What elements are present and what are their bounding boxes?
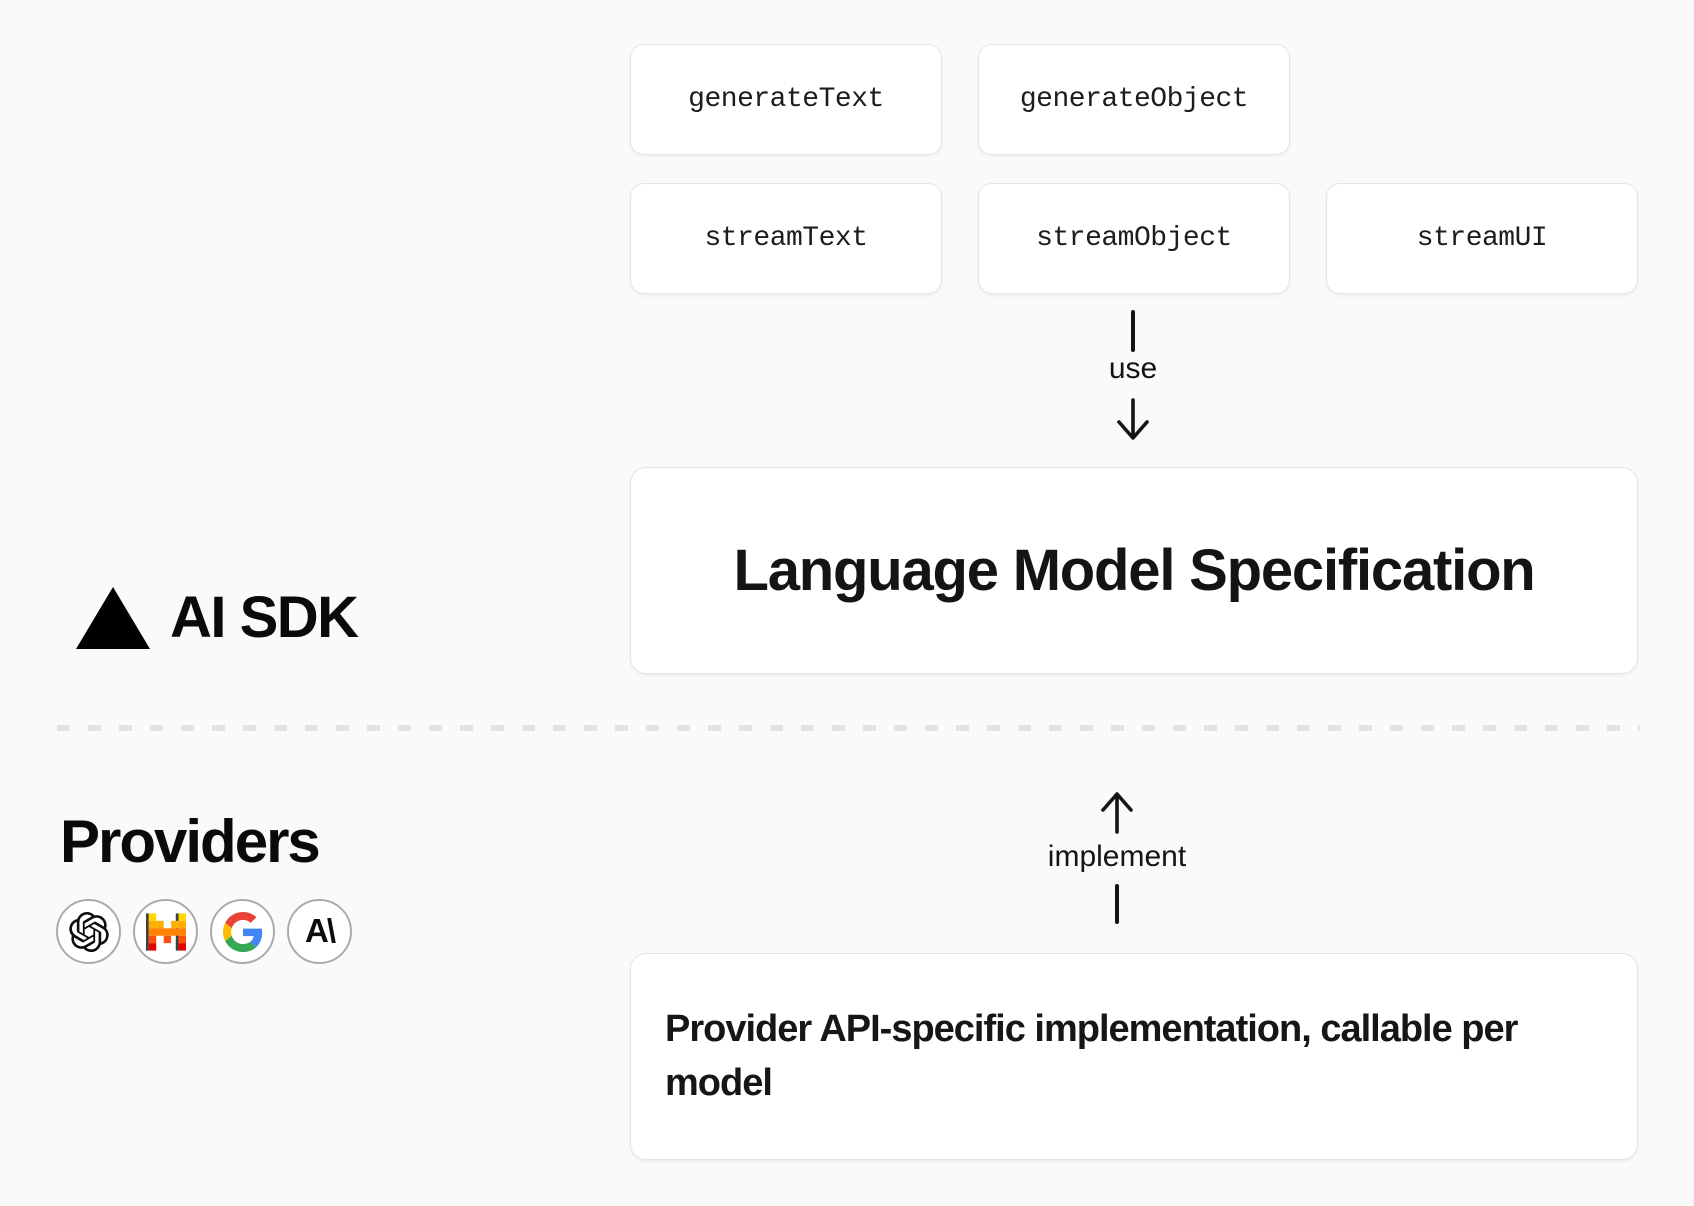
function-box-label: generateObject xyxy=(1019,84,1249,115)
language-model-specification-box: Language Model Specification xyxy=(630,467,1638,674)
use-arrow-label: use xyxy=(1108,352,1158,385)
function-box-stream-object: streamObject xyxy=(978,183,1290,294)
arrow-up-icon xyxy=(1101,792,1133,834)
provider-mistral xyxy=(133,899,198,964)
openai-icon xyxy=(68,911,109,952)
provider-openai xyxy=(56,899,121,964)
function-box-label: generateText xyxy=(688,84,884,115)
provider-icons-row: A\ xyxy=(56,899,352,964)
provider-implementation-box: Provider API-specific implementation, ca… xyxy=(630,953,1638,1160)
function-box-label: streamObject xyxy=(1036,223,1232,254)
providers-heading: Providers xyxy=(60,808,321,875)
implement-arrow-segment xyxy=(1115,884,1119,924)
function-box-generate-text: generateText xyxy=(630,44,942,155)
ai-sdk-brand: AI SDK xyxy=(76,584,359,651)
impl-box-text-line-2: model xyxy=(665,1061,773,1104)
function-box-stream-ui: streamUI xyxy=(1326,183,1638,294)
google-icon xyxy=(222,911,262,952)
function-box-label: streamUI xyxy=(1416,223,1548,254)
implement-arrow-label: implement xyxy=(1047,840,1187,873)
provider-google xyxy=(210,899,275,964)
mistral-icon xyxy=(145,912,186,951)
arrow-down-icon xyxy=(1117,398,1149,440)
impl-box-text-line-1: Provider API-specific implementation, ca… xyxy=(665,1008,1518,1051)
function-box-label: streamText xyxy=(704,223,868,254)
spec-box-title: Language Model Specification xyxy=(733,538,1535,603)
use-arrow-segment xyxy=(1131,310,1135,352)
anthropic-icon: A\ xyxy=(305,911,336,949)
ai-sdk-label: AI SDK xyxy=(170,585,359,650)
provider-anthropic: A\ xyxy=(287,899,352,964)
vercel-triangle-icon xyxy=(76,586,150,649)
sdk-providers-divider xyxy=(57,725,1640,731)
function-box-generate-object: generateObject xyxy=(978,44,1290,155)
function-box-stream-text: streamText xyxy=(630,183,942,294)
